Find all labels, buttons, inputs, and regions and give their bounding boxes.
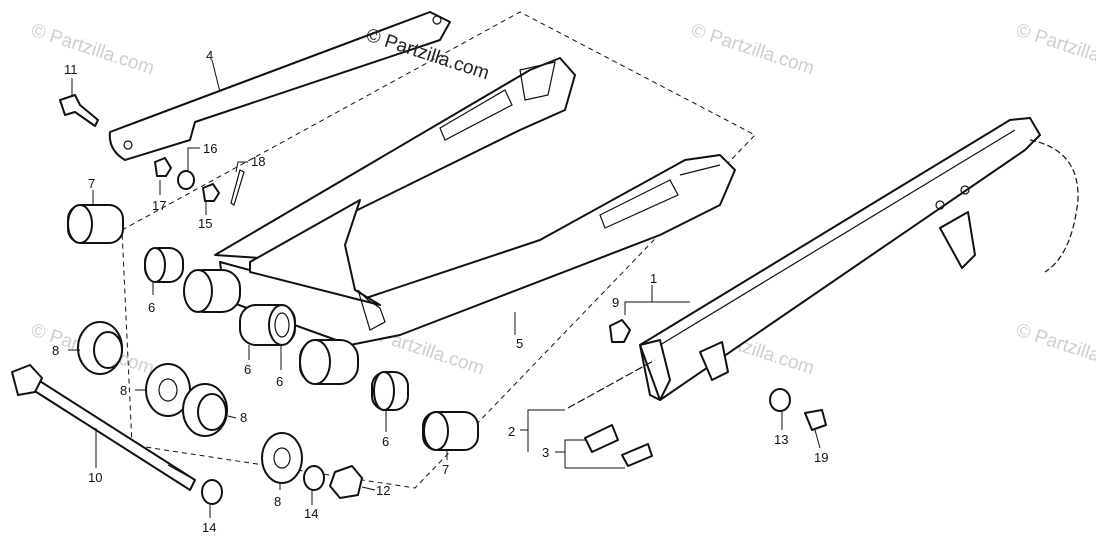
bolt-11	[59, 94, 99, 127]
nut-12	[329, 465, 363, 499]
callout-8: 8	[120, 383, 127, 398]
washer-8-lower	[261, 432, 303, 484]
callout-14: 14	[304, 506, 318, 521]
callout-6: 6	[276, 374, 283, 389]
seal-8-left	[77, 321, 123, 375]
collar-6-right	[299, 339, 359, 385]
bolt-19	[804, 409, 827, 431]
callout-8: 8	[240, 410, 247, 425]
callout-9: 9	[612, 295, 619, 310]
callout-13: 13	[774, 432, 788, 447]
callout-17: 17	[152, 198, 166, 213]
callout-7: 7	[442, 462, 449, 477]
washer-14	[201, 479, 223, 505]
chain-section-2	[567, 359, 656, 409]
spacer-7-lower	[422, 411, 479, 451]
callout-4: 4	[206, 48, 213, 63]
nut-15	[202, 183, 220, 202]
pivot-bolt	[11, 364, 196, 491]
watermark-text: © Partzilla.com	[28, 20, 156, 80]
chain-case	[639, 117, 1041, 401]
callout-18: 18	[251, 154, 265, 169]
nut-9	[609, 319, 631, 343]
cotter-pin-18	[230, 169, 245, 206]
leader-lines	[68, 59, 821, 518]
bushing-6-lower	[371, 371, 409, 411]
nut-17	[154, 157, 172, 177]
callout-16: 16	[203, 141, 217, 156]
callout-14: 14	[202, 520, 216, 535]
callout-5: 5	[516, 336, 523, 351]
swing-arm	[214, 57, 736, 346]
callout-12: 12	[376, 483, 390, 498]
callout-11: 11	[64, 62, 78, 77]
assembly-boundary	[121, 11, 756, 489]
bushing-6-center	[239, 304, 296, 346]
callout-8: 8	[52, 343, 59, 358]
drive-chain	[1029, 139, 1079, 273]
washer-14-right	[303, 465, 325, 491]
watermark-text: © Partzilla.com	[1013, 320, 1096, 380]
callout-15: 15	[198, 216, 212, 231]
chain-guide-bar	[108, 11, 451, 161]
watermark-text: © Partzilla.com	[1013, 20, 1096, 80]
callout-3: 3	[542, 445, 549, 460]
callout-8: 8	[274, 494, 281, 509]
callout-19: 19	[814, 450, 828, 465]
callout-6: 6	[148, 300, 155, 315]
master-link-3	[584, 424, 653, 467]
callout-10: 10	[88, 470, 102, 485]
washer-13	[769, 388, 791, 412]
spacer-7-upper	[67, 204, 124, 244]
washer-16	[177, 170, 195, 190]
callout-7: 7	[88, 176, 95, 191]
seal-8-right	[182, 383, 228, 437]
callouts: 1 2 3 4 5 6 6 6 6 7 7 8 8 8 8 9 10 11 12…	[52, 48, 828, 535]
bushing-6	[144, 247, 184, 283]
watermark-text: © Partzilla.com	[688, 20, 816, 80]
callout-6: 6	[244, 362, 251, 377]
callout-1: 1	[650, 271, 657, 286]
callout-2: 2	[508, 424, 515, 439]
callout-6: 6	[382, 434, 389, 449]
collar-6	[183, 269, 241, 313]
